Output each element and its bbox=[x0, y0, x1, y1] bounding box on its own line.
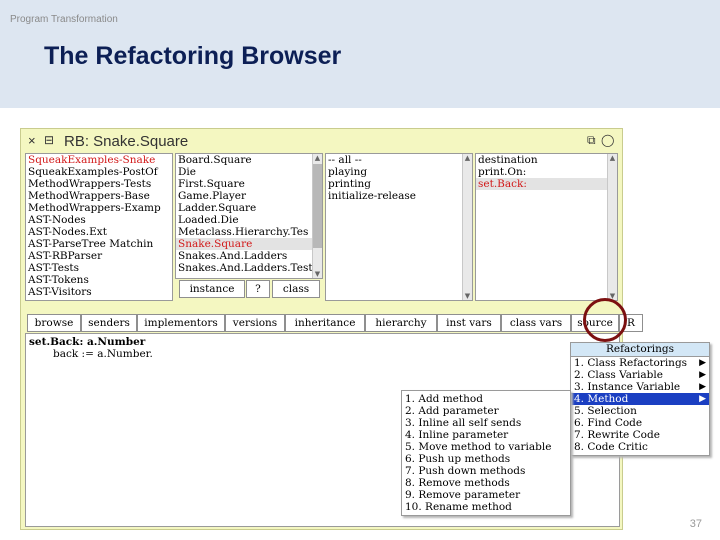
refactorings-menu-item[interactable]: 8. Code Critic bbox=[574, 441, 648, 453]
class-button[interactable]: class bbox=[272, 280, 320, 298]
method-refactoring-item[interactable]: 7. Push down methods bbox=[405, 465, 526, 477]
toolbar-button-versions[interactable]: versions bbox=[225, 314, 285, 332]
class-list-item[interactable]: Game.Player bbox=[178, 190, 247, 202]
scroll-down-icon[interactable]: ▼ bbox=[314, 270, 321, 278]
package-list-item[interactable]: AST-Tests bbox=[28, 262, 79, 274]
method-refactoring-item[interactable]: 10. Rename method bbox=[405, 501, 512, 513]
method-refactoring-item[interactable]: 2. Add parameter bbox=[405, 405, 499, 417]
refactorings-menu-item[interactable]: 7. Rewrite Code bbox=[574, 429, 660, 441]
package-list-item[interactable]: AST-Nodes.Ext bbox=[28, 226, 107, 238]
toolbar-button-implementors[interactable]: implementors bbox=[137, 314, 225, 332]
submenu-arrow-icon: ▶ bbox=[699, 382, 706, 392]
class-list-item[interactable]: First.Square bbox=[178, 178, 245, 190]
submenu-arrow-icon: ▶ bbox=[699, 370, 706, 380]
protocol-list-item[interactable]: printing bbox=[328, 178, 371, 190]
scroll-up-icon[interactable]: ▲ bbox=[609, 154, 616, 162]
package-list-item[interactable]: MethodWrappers-Examp bbox=[28, 202, 161, 214]
refactorings-menu-item[interactable]: 6. Find Code bbox=[574, 417, 643, 429]
class-list-item[interactable]: Snakes.And.Ladders bbox=[178, 250, 288, 262]
method-refactoring-item[interactable]: 6. Push up methods bbox=[405, 453, 511, 465]
toolbar-button-inst-vars[interactable]: inst vars bbox=[437, 314, 501, 332]
refactorings-menu-item[interactable]: 3. Instance Variable▶ bbox=[574, 381, 706, 393]
method-list-item[interactable]: set.Back: bbox=[476, 178, 617, 190]
collapse-icon[interactable]: ⧉ bbox=[587, 133, 596, 147]
package-list-item[interactable]: AST-Tokens bbox=[28, 274, 89, 286]
slide-title: The Refactoring Browser bbox=[44, 42, 342, 70]
protocol-list-item[interactable]: -- all -- bbox=[328, 154, 362, 166]
protocol-list-item[interactable]: initialize-release bbox=[328, 190, 416, 202]
refactorings-menu: Refactorings 1. Class Refactorings▶2. Cl… bbox=[570, 342, 710, 456]
protocol-list-item[interactable]: playing bbox=[328, 166, 368, 178]
class-list-item[interactable]: Metaclass.Hierarchy.Tes bbox=[178, 226, 309, 238]
method-refactoring-item[interactable]: 8. Remove methods bbox=[405, 477, 510, 489]
toolbar-button-inheritance[interactable]: inheritance bbox=[285, 314, 365, 332]
help-button[interactable]: ? bbox=[246, 280, 270, 298]
scroll-up-icon[interactable]: ▲ bbox=[464, 154, 471, 162]
submenu-arrow-icon: ▶ bbox=[699, 394, 706, 404]
scroll-down-icon[interactable]: ▼ bbox=[609, 292, 616, 300]
class-list-item[interactable]: Loaded.Die bbox=[178, 214, 239, 226]
class-list-item[interactable]: Ladder.Square bbox=[178, 202, 257, 214]
method-refactoring-item[interactable]: 5. Move method to variable bbox=[405, 441, 552, 453]
window-title: RB: Snake.Square bbox=[64, 133, 189, 150]
slide-header-band bbox=[0, 0, 720, 108]
submenu-arrow-icon: ▶ bbox=[699, 358, 706, 368]
class-list-item[interactable]: Snake.Square bbox=[176, 238, 322, 250]
package-list-item[interactable]: MethodWrappers-Base bbox=[28, 190, 150, 202]
package-list-item[interactable]: SqueakExamples-Snake bbox=[28, 154, 156, 166]
method-list-item[interactable]: print.On: bbox=[478, 166, 527, 178]
class-toggle-bar: instance ? class bbox=[178, 280, 321, 298]
scroll-thumb[interactable] bbox=[313, 164, 322, 248]
scroll-up-icon[interactable]: ▲ bbox=[314, 154, 321, 162]
method-body: back := a.Number. bbox=[53, 348, 153, 360]
instance-button[interactable]: instance bbox=[179, 280, 245, 298]
highlight-circle bbox=[583, 298, 627, 342]
package-list-item[interactable]: MethodWrappers-Tests bbox=[28, 178, 152, 190]
toolbar-button-senders[interactable]: senders bbox=[81, 314, 137, 332]
toolbar-button-hierarchy[interactable]: hierarchy bbox=[365, 314, 437, 332]
page-number: 37 bbox=[689, 518, 702, 530]
toolbar-button-class-vars[interactable]: class vars bbox=[501, 314, 571, 332]
refactorings-menu-item[interactable]: 4. Method▶ bbox=[571, 393, 709, 405]
package-list-item[interactable]: AST-RBParser bbox=[28, 250, 103, 262]
method-refactoring-item[interactable]: 9. Remove parameter bbox=[405, 489, 521, 501]
toolbar-button-browse[interactable]: browse bbox=[27, 314, 81, 332]
protocol-list-scrollbar[interactable]: ▲ ▼ bbox=[462, 154, 472, 300]
method-refactoring-item[interactable]: 1. Add method bbox=[405, 393, 483, 405]
scroll-down-icon[interactable]: ▼ bbox=[464, 292, 471, 300]
class-list-item[interactable]: Die bbox=[178, 166, 196, 178]
course-label: Program Transformation bbox=[10, 14, 118, 25]
close-icon[interactable]: × bbox=[28, 133, 36, 148]
package-list-item[interactable]: AST-ParseTree Matchin bbox=[28, 238, 154, 250]
method-list-scrollbar[interactable]: ▲ ▼ bbox=[607, 154, 617, 300]
class-list-item[interactable]: Board.Square bbox=[178, 154, 252, 166]
class-list-scrollbar[interactable]: ▲ ▼ bbox=[312, 154, 322, 278]
package-list-item[interactable]: AST-Visitors bbox=[28, 286, 92, 298]
class-list-item[interactable]: Snakes.And.Ladders.Test bbox=[178, 262, 313, 274]
refactorings-menu-item[interactable]: 2. Class Variable▶ bbox=[574, 369, 706, 381]
method-refactoring-item[interactable]: 4. Inline parameter bbox=[405, 429, 509, 441]
expand-icon[interactable]: ◯ bbox=[601, 133, 615, 147]
package-list-item[interactable]: SqueakExamples-PostOf bbox=[28, 166, 158, 178]
package-list-item[interactable]: AST-Nodes bbox=[28, 214, 86, 226]
window-titlebar: × ⊟ RB: Snake.Square ⧉ ◯ bbox=[21, 129, 622, 153]
method-signature: set.Back: a.Number bbox=[29, 336, 146, 348]
method-refactoring-item[interactable]: 3. Inline all self sends bbox=[405, 417, 522, 429]
refactorings-menu-item[interactable]: 5. Selection bbox=[574, 405, 637, 417]
method-list-item[interactable]: destination bbox=[478, 154, 538, 166]
refactorings-menu-title: Refactorings bbox=[571, 343, 709, 357]
window-menu-icon[interactable]: ⊟ bbox=[44, 133, 55, 147]
refactorings-menu-item[interactable]: 1. Class Refactorings▶ bbox=[574, 357, 706, 369]
refactoring-browser-window: × ⊟ RB: Snake.Square ⧉ ◯ SqueakExamples-… bbox=[20, 128, 643, 530]
